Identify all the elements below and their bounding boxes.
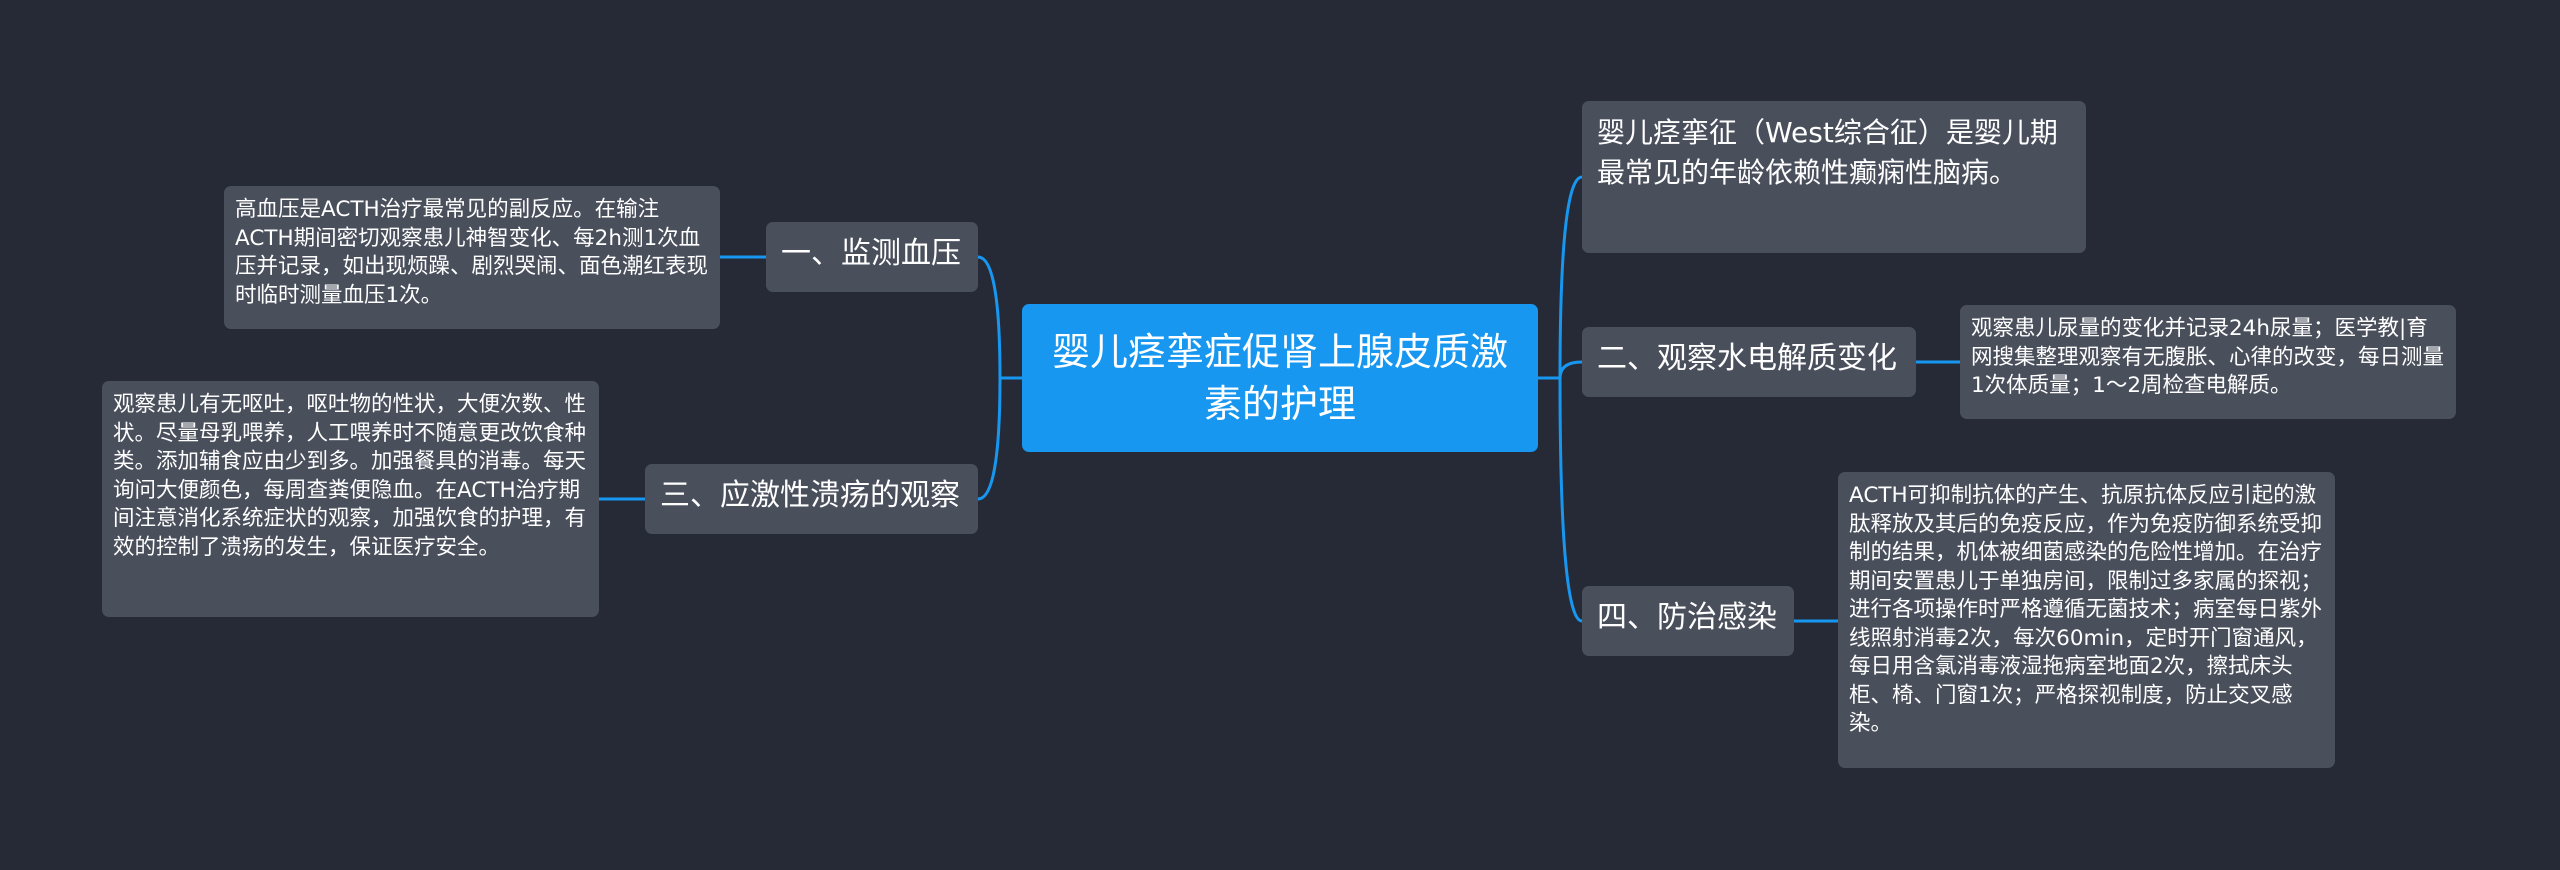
leaf-infection[interactable]: ACTH可抑制抗体的产生、抗原抗体反应引起的激肽释放及其后的免疫反应，作为免疫防… xyxy=(1838,472,2335,768)
branch-label: 四、防治感染 xyxy=(1597,600,1777,635)
connector-root-branch-4 xyxy=(1538,376,1583,623)
leaf-stress-ulcer[interactable]: 观察患儿有无呕吐，呕吐物的性状，大便次数、性状。尽量母乳喂养，人工喂养时不随意更… xyxy=(102,381,599,617)
root-topic-label: 婴儿痉挛症促肾上腺皮质激素的护理 xyxy=(1051,330,1508,426)
leaf-blood-pressure-text: 高血压是ACTH治疗最常见的副反应。在输注ACTH期间密切观察患儿神智变化、每2… xyxy=(235,197,709,308)
connector-root-branch-1 xyxy=(977,255,1022,380)
branch-label: 三、应激性溃疡的观察 xyxy=(660,478,960,513)
branch-label: 二、观察水电解质变化 xyxy=(1597,341,1897,376)
connector-root-branch-3 xyxy=(977,376,1022,501)
branch-water-electrolyte[interactable]: 二、观察水电解质变化 xyxy=(1582,327,1916,397)
branch-monitor-blood-pressure[interactable]: 一、监测血压 xyxy=(766,222,978,292)
leaf-water-electrolyte[interactable]: 观察患儿尿量的变化并记录24h尿量；医学教|育网搜集整理观察有无腹胀、心律的改变… xyxy=(1960,305,2456,419)
root-topic[interactable]: 婴儿痉挛症促肾上腺皮质激素的护理 xyxy=(1022,304,1538,452)
leaf-blood-pressure[interactable]: 高血压是ACTH治疗最常见的副反应。在输注ACTH期间密切观察患儿神智变化、每2… xyxy=(224,186,720,329)
leaf-intro-text: 婴儿痉挛征（West综合征）是婴儿期最常见的年龄依赖性癫痫性脑病。 xyxy=(1597,116,2058,189)
branch-stress-ulcer[interactable]: 三、应激性溃疡的观察 xyxy=(645,464,978,534)
leaf-infection-text: ACTH可抑制抗体的产生、抗原抗体反应引起的激肽释放及其后的免疫反应，作为免疫防… xyxy=(1849,483,2323,736)
leaf-stress-ulcer-text: 观察患儿有无呕吐，呕吐物的性状，大便次数、性状。尽量母乳喂养，人工喂养时不随意更… xyxy=(113,392,587,560)
leaf-water-electrolyte-text: 观察患儿尿量的变化并记录24h尿量；医学教|育网搜集整理观察有无腹胀、心律的改变… xyxy=(1971,316,2445,398)
connector-root-intro xyxy=(1538,175,1583,380)
leaf-intro[interactable]: 婴儿痉挛征（West综合征）是婴儿期最常见的年龄依赖性癫痫性脑病。 xyxy=(1582,101,2086,253)
branch-infection-prevention[interactable]: 四、防治感染 xyxy=(1582,586,1794,656)
branch-label: 一、监测血压 xyxy=(781,236,961,271)
